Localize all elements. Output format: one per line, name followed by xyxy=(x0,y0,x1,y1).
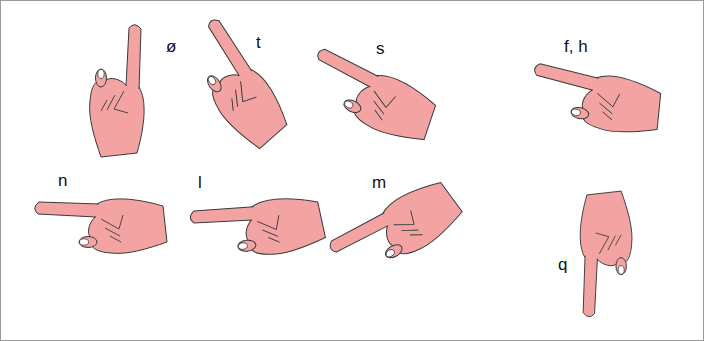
letter-label: m xyxy=(372,174,386,191)
letter-label: t xyxy=(256,34,261,51)
hand-s xyxy=(299,45,442,150)
hand-fh xyxy=(525,60,666,141)
hand-m xyxy=(326,174,468,287)
letter-label: q xyxy=(558,256,567,273)
letter-label: n xyxy=(58,172,67,189)
letter-label: l xyxy=(198,174,202,191)
letter-label: ø xyxy=(166,38,176,55)
letter-label: s xyxy=(376,40,385,57)
hand-o xyxy=(90,25,144,157)
hand-t xyxy=(174,15,294,155)
hand-l xyxy=(189,195,326,263)
hand-n xyxy=(35,199,167,253)
letter-label: f, h xyxy=(564,38,588,55)
hand-q xyxy=(580,191,632,317)
